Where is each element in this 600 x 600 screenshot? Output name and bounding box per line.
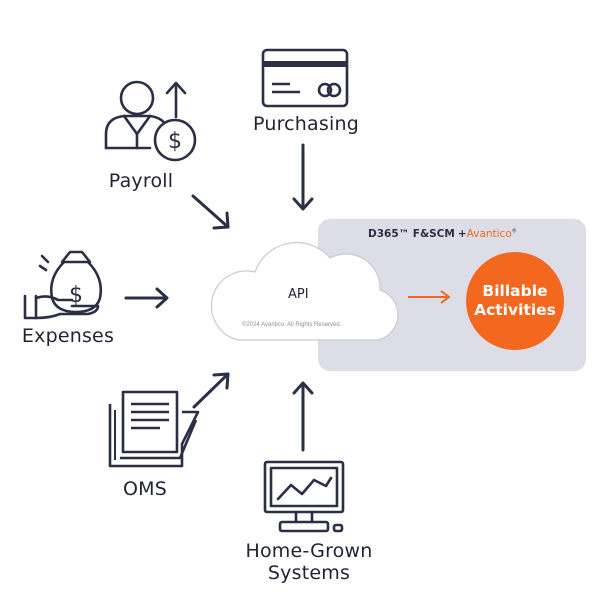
payroll-label: Payroll [108, 170, 174, 192]
arrow-expenses [124, 287, 169, 309]
purchasing-label: Purchasing [253, 113, 359, 135]
payroll-icon: $ [104, 80, 197, 162]
credit-card-icon [261, 48, 349, 108]
arrow-home-grown [292, 381, 314, 452]
svg-text:$: $ [69, 283, 83, 308]
expenses-label: Expenses [21, 325, 115, 347]
arrow-purchasing [292, 143, 314, 211]
arrow-oms [192, 372, 230, 409]
documents-tray-icon [108, 390, 200, 468]
api-cloud [210, 241, 399, 341]
orange-arrow [408, 290, 451, 304]
oms-label: OMS [122, 478, 167, 500]
computer-monitor-icon [263, 460, 345, 533]
api-label: API [288, 287, 309, 302]
d365-product-name: D365™ F&SCM [368, 228, 455, 240]
copyright-text: ©2024 Avantico. All Rights Reserved. [242, 322, 342, 328]
home-grown-label-line1: Home-Grown [245, 540, 373, 562]
home-grown-label-line2: Systems [267, 562, 351, 584]
plus-sign: + [457, 228, 467, 240]
svg-text:$: $ [168, 129, 182, 154]
avantico-brand: Avantico [466, 228, 512, 240]
billable-line1: Billable [482, 282, 548, 300]
money-bag-hand-icon: $ [23, 250, 103, 320]
arrow-payroll [191, 194, 230, 230]
d365-title: D365™ F&SCM+Avantico® [368, 228, 517, 240]
billable-activities-badge: Billable Activities [466, 252, 564, 350]
brand-registered-mark: ® [511, 228, 517, 235]
billable-line2: Activities [474, 301, 556, 319]
